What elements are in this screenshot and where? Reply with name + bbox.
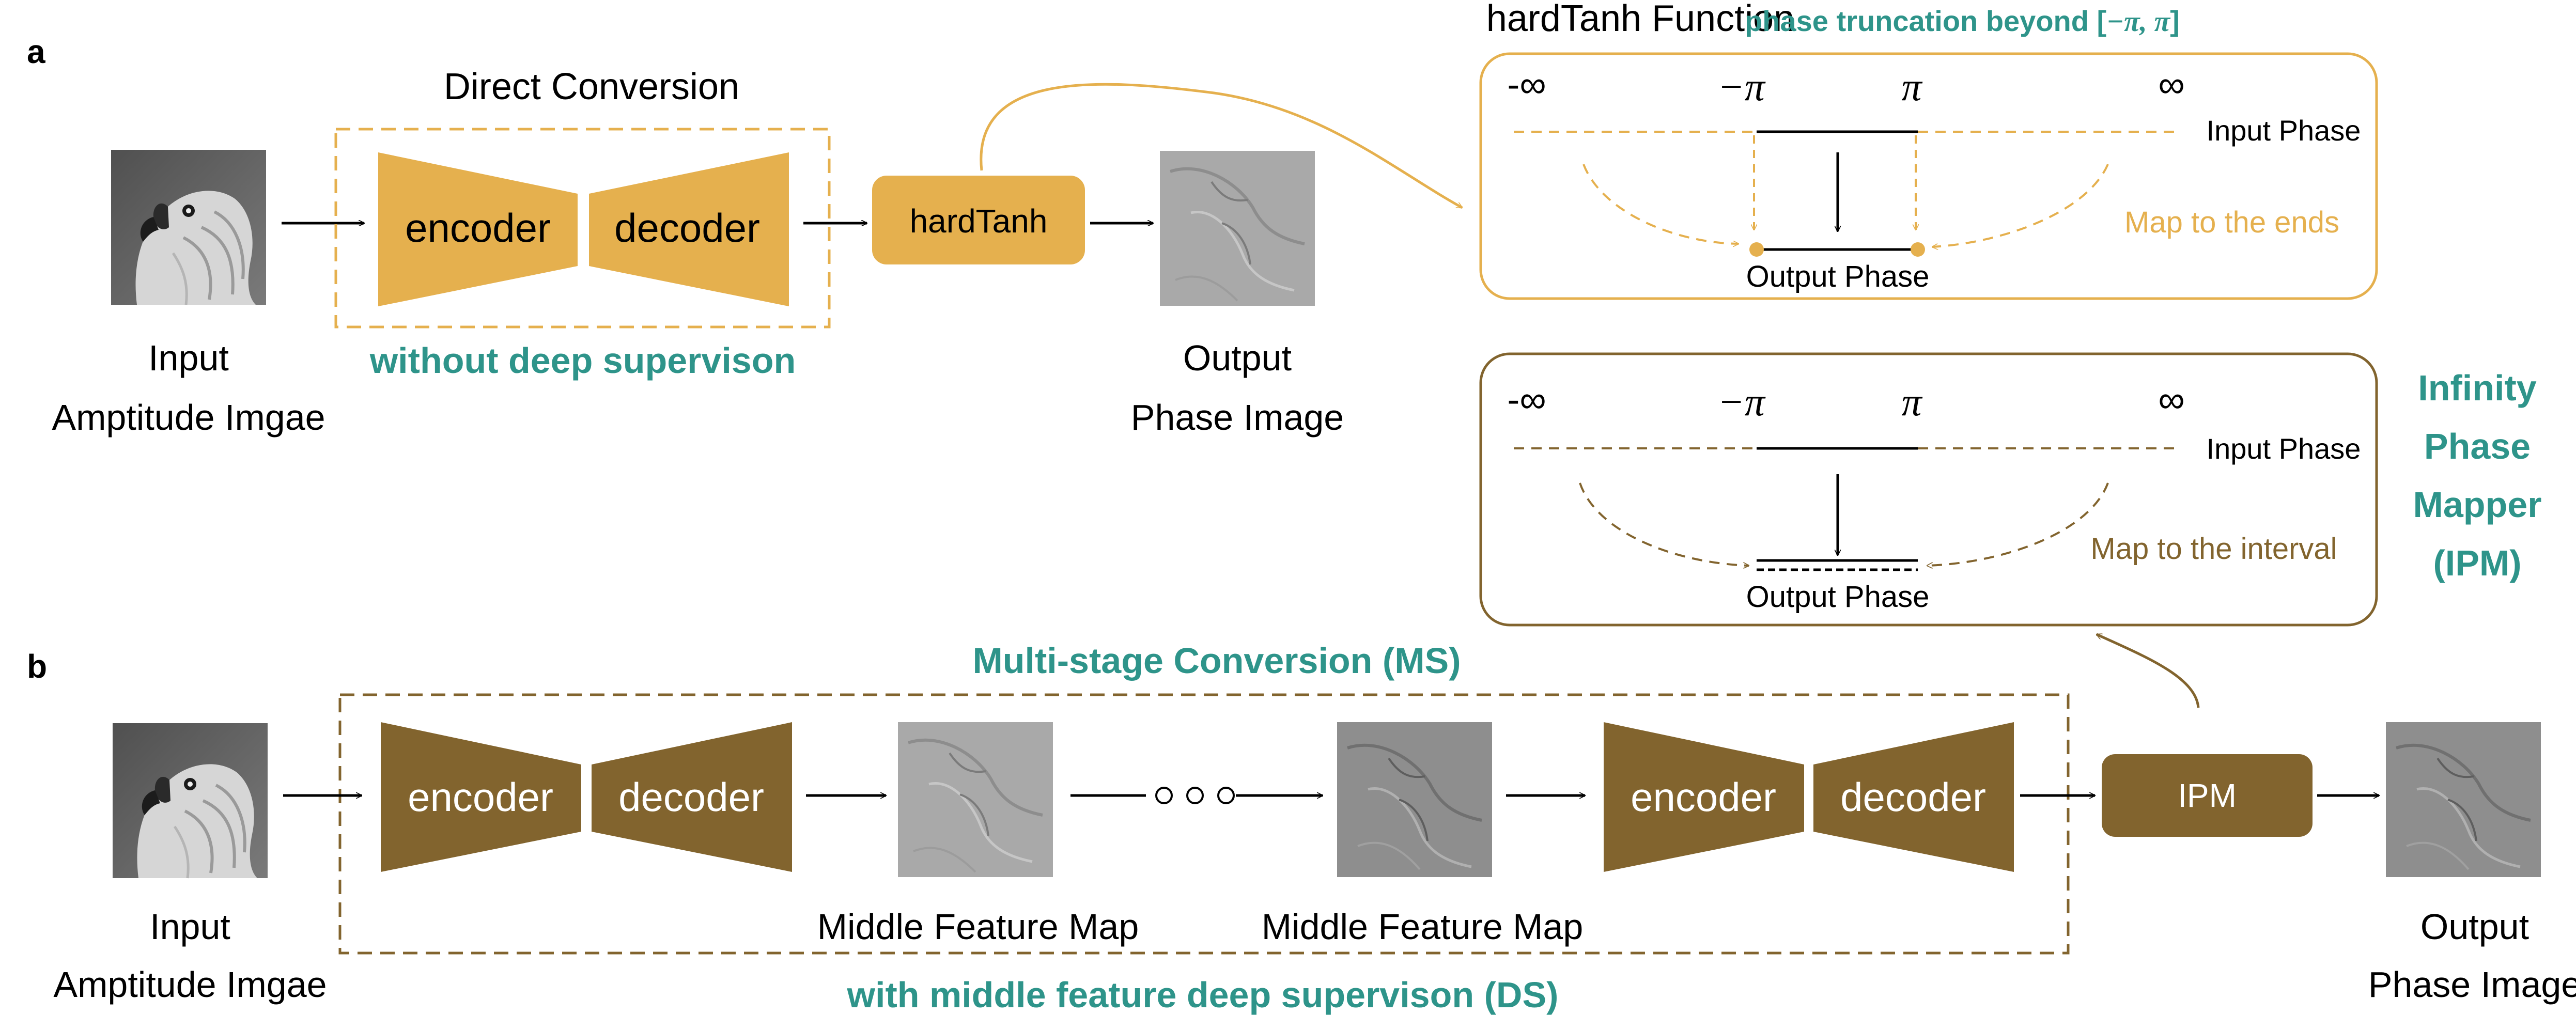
decoder-a: [589, 152, 789, 306]
input-amplitude-image-a: [111, 150, 266, 305]
ht-right-map-curve: [1932, 164, 2109, 247]
encoder-a: [378, 152, 578, 306]
input-label-b-line1: Input: [150, 907, 230, 947]
ipm-neg-inf: -∞: [1507, 379, 1546, 420]
direct-conversion-box: [334, 128, 831, 329]
output-label-b-line2: Phase Image: [2368, 964, 2576, 1005]
ipm-neg-pi: −π: [1717, 379, 1766, 424]
ipm-left-map-curve: [1579, 482, 1749, 566]
ipm-map-to-interval-label: Map to the interval: [2090, 532, 2337, 566]
input-label-b-line2: Amptitude Imgae: [53, 964, 327, 1005]
hardtanh-function-title: hardTanh Function: [1486, 0, 1794, 39]
decoder-b1: [592, 722, 792, 872]
arrow-hardtanh-to-function-box: [980, 83, 1462, 209]
ipm-title-line4: (IPM): [2433, 543, 2521, 583]
encoder-b1-label: encoder: [408, 774, 553, 820]
arrow-ipm-to-mapper-box: [2097, 633, 2200, 708]
ht-input-phase-label: Input Phase: [2207, 114, 2361, 147]
ipm-input-phase-label: Input Phase: [2207, 432, 2361, 465]
ht-inf: ∞: [2158, 64, 2184, 105]
middle-feature-map-2: [1337, 722, 1492, 877]
ipm-output-phase-label: Output Phase: [1746, 580, 1930, 614]
without-deep-supervision-caption: without deep supervison: [369, 340, 796, 381]
ht-left-map-curve: [1582, 164, 1739, 244]
deep-supervision-caption: with middle feature deep supervison (DS): [847, 975, 1559, 1015]
output-label-b-line1: Output: [2420, 907, 2529, 947]
ht-pi: π: [1901, 64, 1922, 109]
panel-b-label: b: [27, 648, 47, 685]
output-phase-image-b: [2386, 722, 2541, 877]
ht-neg-pi: −π: [1717, 64, 1766, 109]
ht-map-to-ends-label: Map to the ends: [2124, 206, 2339, 239]
hardtanh-block-label: hardTanh: [910, 202, 1048, 240]
phase-truncation-note: phase truncation beyond [−π, π]: [1745, 5, 2180, 38]
middle-feature-map-2-label: Middle Feature Map: [1262, 907, 1584, 947]
input-label-a-line1: Input: [148, 338, 229, 378]
ipm-title-line2: Phase: [2424, 426, 2531, 466]
ht-right-end-dot: [1911, 242, 1925, 257]
multi-stage-conversion-box: [338, 693, 2070, 955]
middle-feature-map-1-label: Middle Feature Map: [817, 907, 1139, 947]
decoder-b2-label: decoder: [1840, 774, 1986, 820]
ipm-function-box: [1479, 352, 2378, 627]
encoder-b1: [381, 722, 581, 872]
ipm-block: [2102, 754, 2313, 837]
ipm-right-map-curve: [1927, 482, 2109, 566]
ipm-title-line1: Infinity: [2418, 368, 2536, 408]
decoder-a-label: decoder: [614, 205, 760, 251]
output-phase-image-a: [1160, 151, 1315, 306]
ellipsis-dot-3: [1217, 787, 1235, 804]
output-label-a-line2: Phase Image: [1131, 397, 1344, 438]
decoder-b2: [1813, 722, 2014, 872]
hardtanh-block: [872, 176, 1085, 264]
ellipsis-dot-2: [1186, 787, 1204, 804]
hardtanh-function-box: [1479, 52, 2378, 300]
encoder-a-label: encoder: [405, 205, 551, 251]
output-label-a-line1: Output: [1183, 338, 1292, 378]
decoder-b1-label: decoder: [618, 774, 764, 820]
middle-feature-map-1: [898, 722, 1053, 877]
ipm-block-label: IPM: [2178, 777, 2237, 814]
ht-neg-inf: -∞: [1507, 64, 1546, 105]
panel-a-label: a: [27, 33, 45, 70]
ellipsis-dot-1: [1155, 787, 1173, 804]
ipm-title-line3: Mapper: [2413, 485, 2542, 525]
input-label-a-line2: Amptitude Imgae: [52, 397, 325, 438]
ht-left-end-dot: [1749, 242, 1764, 257]
ipm-inf: ∞: [2158, 379, 2184, 420]
encoder-b2-label: encoder: [1631, 774, 1776, 820]
multi-stage-conversion-title: Multi-stage Conversion (MS): [972, 641, 1461, 681]
direct-conversion-title: Direct Conversion: [444, 66, 739, 107]
encoder-b2: [1604, 722, 1804, 872]
ht-output-phase-label: Output Phase: [1746, 260, 1930, 293]
input-amplitude-image-b: [113, 723, 268, 878]
ipm-pi: π: [1901, 379, 1922, 424]
